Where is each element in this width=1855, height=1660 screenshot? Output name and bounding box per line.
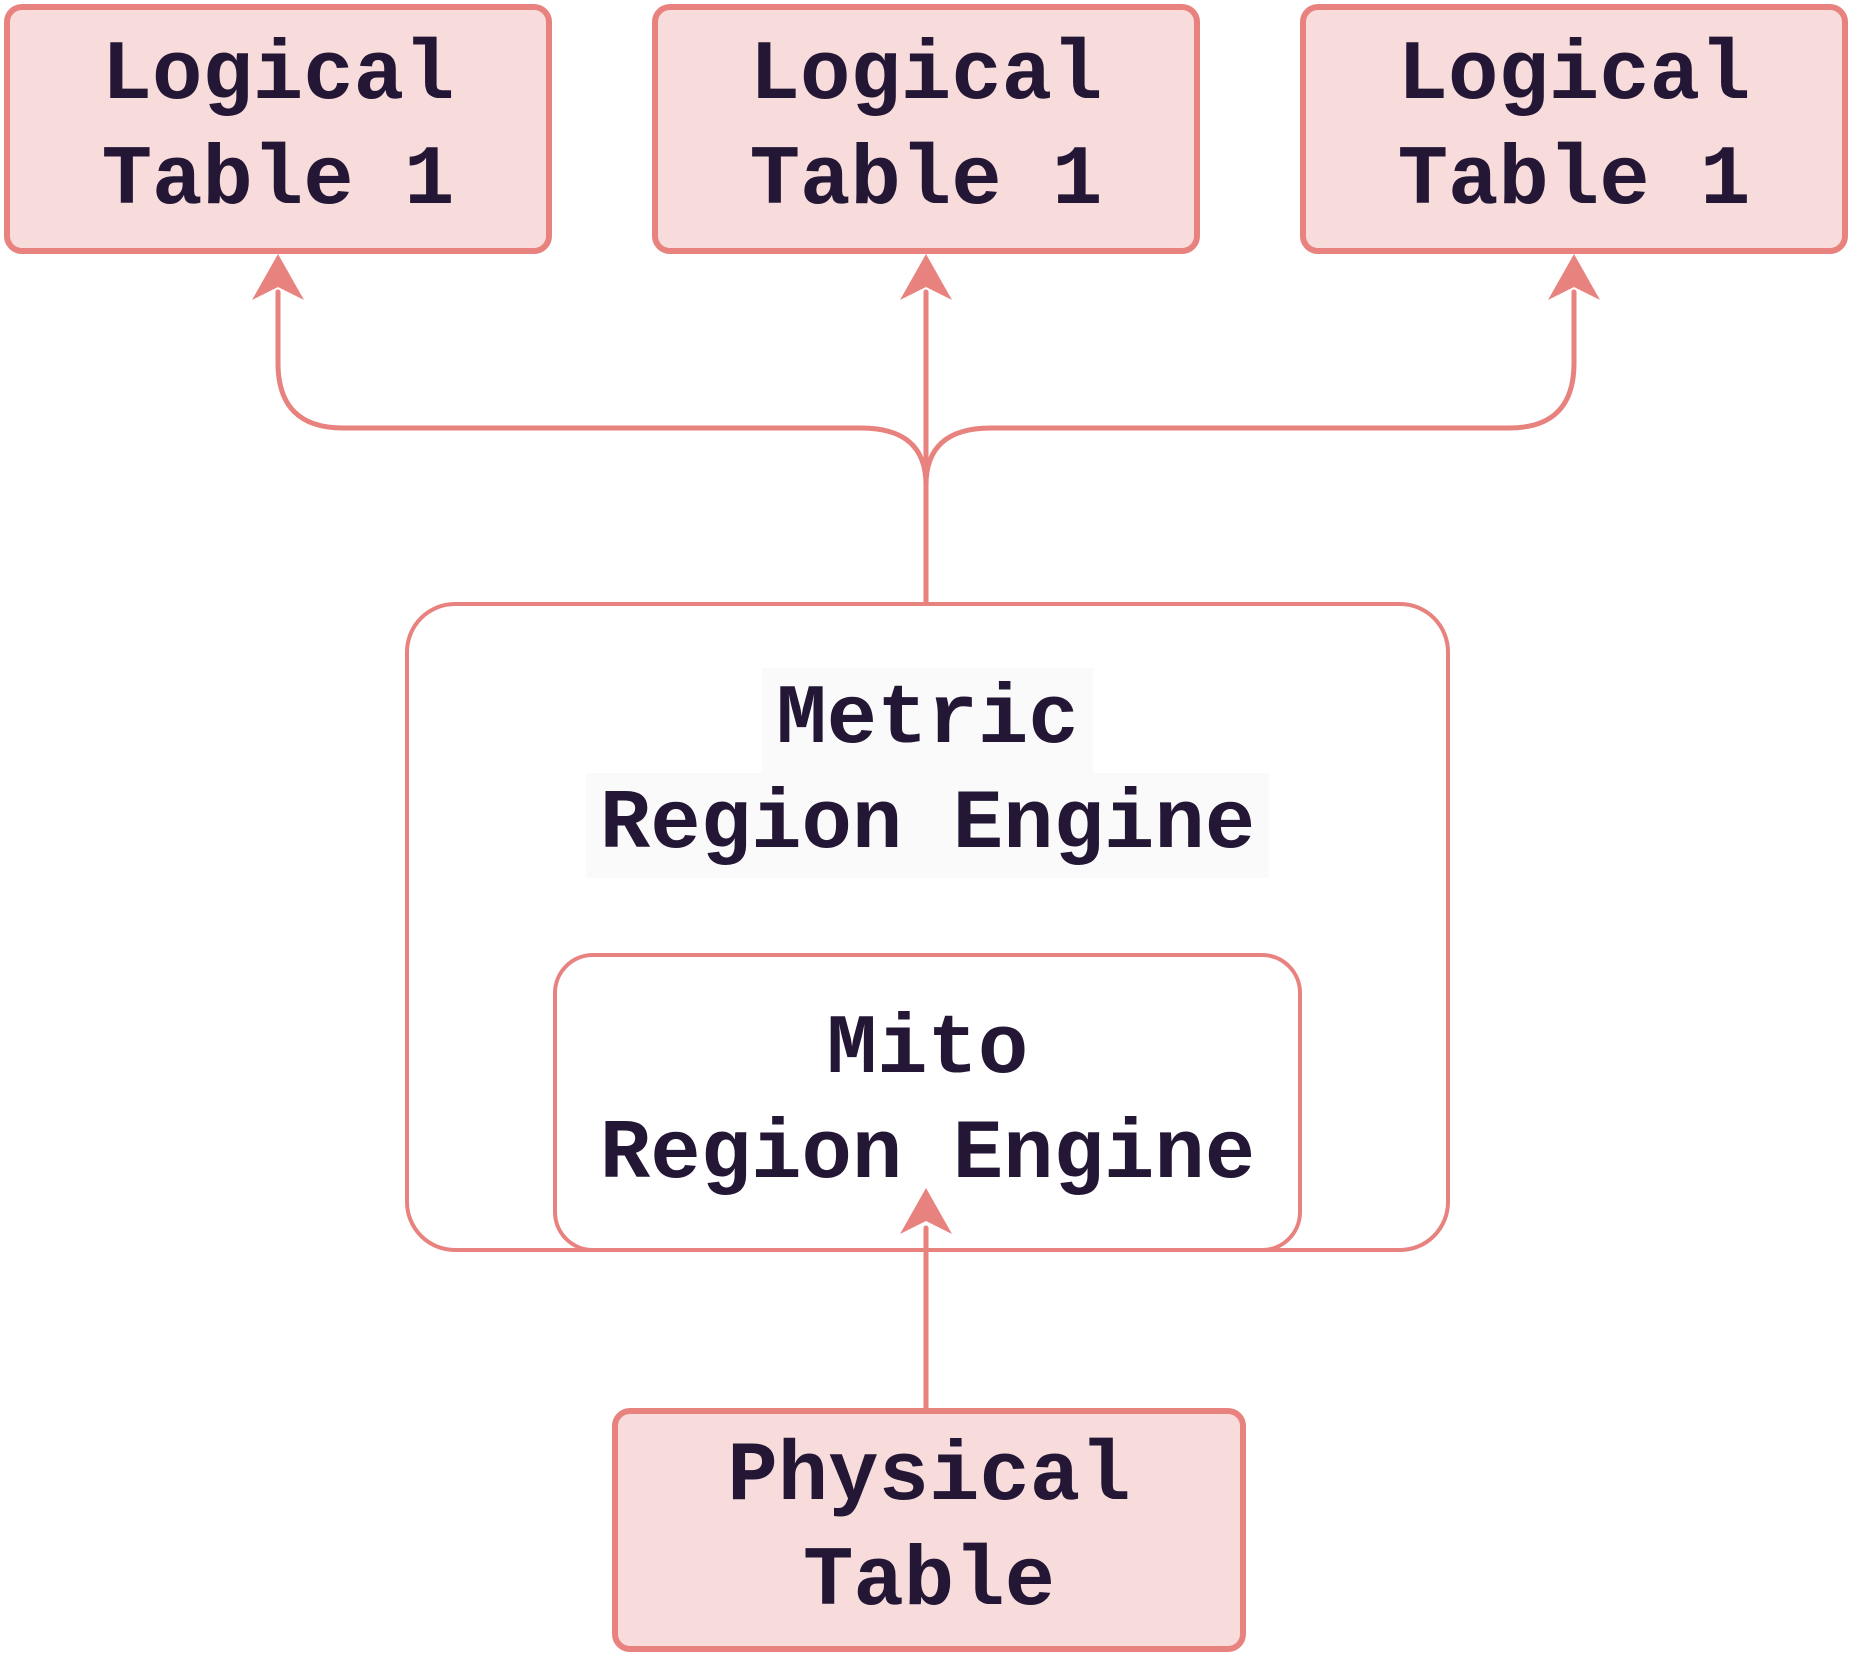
- node-label-line: Logical: [1397, 29, 1751, 124]
- node-label-line: Table 1: [749, 134, 1103, 229]
- node-label-line: Logical: [749, 29, 1103, 124]
- arrowhead-logical-left-icon: [252, 254, 304, 300]
- node-label-line: Table: [802, 1535, 1056, 1630]
- node-logical-table-left: Logical Table 1: [4, 4, 552, 254]
- arrowhead-logical-right-icon: [1548, 254, 1600, 300]
- node-label-line: Mito: [826, 1002, 1029, 1098]
- node-label-line: Region Engine: [599, 1107, 1256, 1203]
- edge-metric-to-logical-left-line: [275, 289, 929, 488]
- node-label-line: Region Engine: [585, 773, 1270, 878]
- node-label-line: Metric: [762, 668, 1093, 773]
- node-label-line: Logical: [101, 29, 455, 124]
- arrowhead-logical-center-icon: [900, 254, 952, 300]
- node-logical-table-right: Logical Table 1: [1300, 4, 1848, 254]
- node-label-line: Physical: [727, 1430, 1131, 1525]
- node-mito-region-engine: Mito Region Engine: [553, 953, 1302, 1252]
- edge-metric-to-logical-right-line: [923, 289, 1577, 488]
- node-label-line: Table 1: [101, 134, 455, 229]
- node-physical-table: Physical Table: [612, 1408, 1246, 1652]
- node-label-line: Table 1: [1397, 134, 1751, 229]
- node-logical-table-center: Logical Table 1: [652, 4, 1200, 254]
